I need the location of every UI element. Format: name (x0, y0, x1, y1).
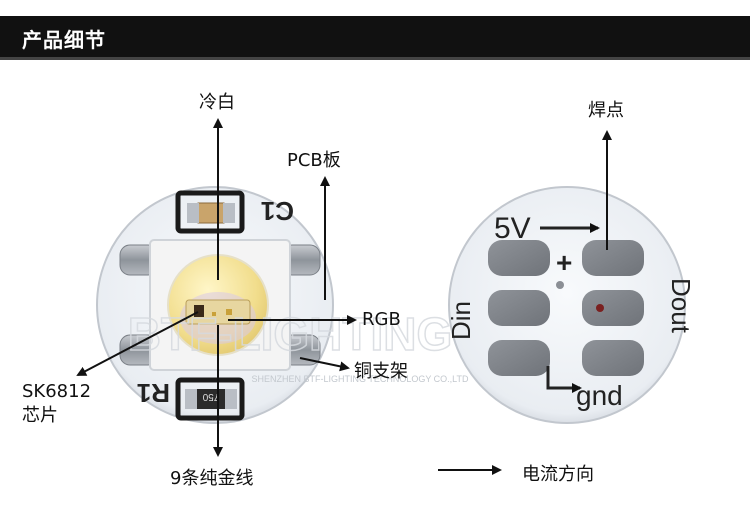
silk-dout: Dout (666, 278, 696, 334)
bottom-resistor: 750 (175, 377, 245, 421)
label-gold-wire: 9条纯金线 (170, 468, 254, 489)
label-sk6812-chip: SK6812 芯片 (22, 380, 91, 428)
silk-c1: C1 (261, 196, 294, 226)
back-pad-5v-right (582, 240, 644, 276)
silk-din: Din (446, 301, 476, 340)
label-current-direction: 电流方向 (522, 464, 594, 485)
label-cold-white: 冷白 (199, 92, 235, 113)
back-pad-dout (582, 290, 644, 326)
back-board: 5V + Din Dout gnd (446, 186, 696, 424)
silk-gnd: gnd (576, 380, 623, 411)
label-rgb: RGB (362, 309, 401, 330)
label-chip-model: SK6812 (22, 381, 92, 402)
watermark-logo: BTF-LIGHTING (128, 308, 453, 360)
section-header-bar: 产品细节 (0, 16, 750, 60)
arrow-icon (76, 311, 199, 376)
back-pad-5v (488, 240, 550, 276)
arrow-icon (299, 357, 350, 372)
arrow-icon (546, 366, 582, 393)
label-pcb-board: PCB板 (287, 150, 341, 171)
front-annotation-arrows (76, 118, 357, 457)
label-copper-bracket: 铜支架 (354, 361, 408, 382)
section-title: 产品细节 (22, 28, 106, 52)
label-solder-point: 焊点 (588, 100, 624, 121)
resistor-marking: 750 (202, 391, 219, 402)
back-pad-din (488, 290, 550, 326)
watermark-subtext: SHENZHEN BTF-LIGHTING TECHNOLOGY CO.,LTD (251, 374, 469, 384)
led-chip-icon (149, 239, 291, 371)
back-pad-gnd (488, 340, 550, 376)
silk-plus: + (556, 247, 572, 278)
back-pad-gnd-right (582, 340, 644, 376)
copper-bracket-pads (119, 244, 321, 366)
label-chip-text: 芯片 (22, 405, 58, 426)
silk-r1: R1 (137, 378, 170, 408)
silk-5v: 5V (494, 212, 531, 245)
front-board: C1 750 R1 BTF-LIGHTING (96, 186, 469, 424)
